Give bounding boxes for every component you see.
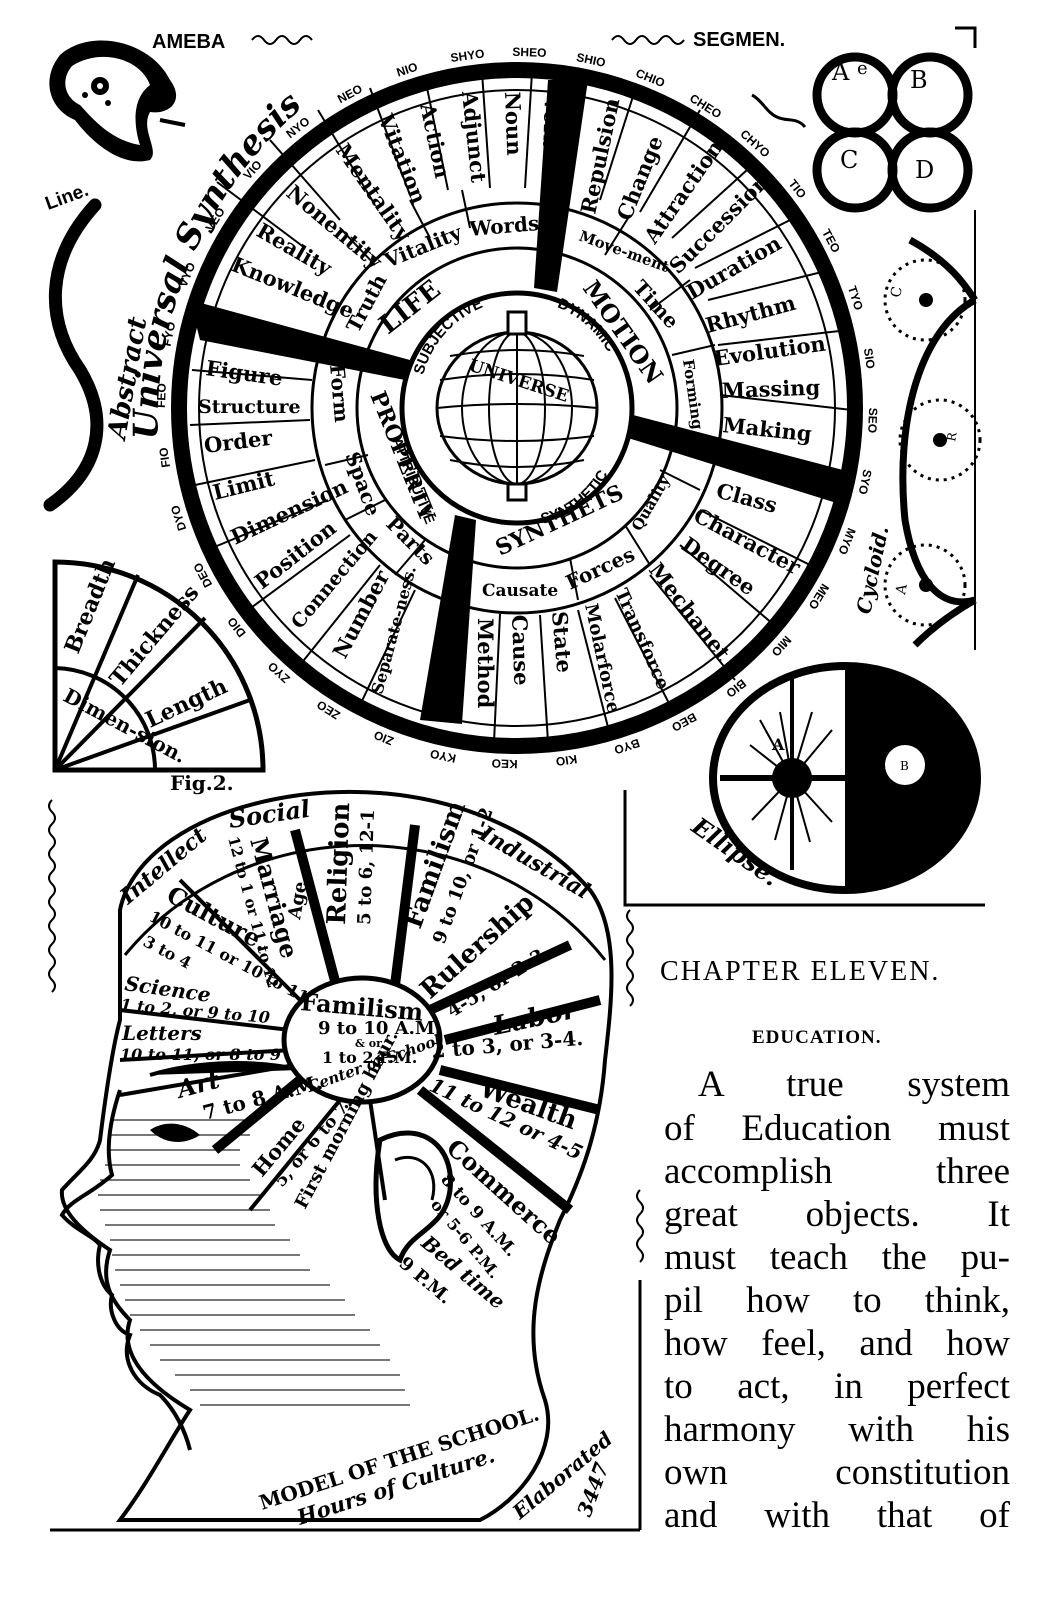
cycloid-figure <box>883 210 982 650</box>
body-line: harmony with his <box>664 1409 1010 1450</box>
quadrant-b: B <box>910 66 928 94</box>
rim-syllable: SEO <box>865 408 880 434</box>
ellipse-figure <box>623 662 985 907</box>
rim-syllable: KYO <box>429 746 457 765</box>
head-section-religion-title: Religion <box>322 802 356 925</box>
section-heading: EDUCATION. <box>752 1027 882 1048</box>
ameba-figure <box>49 40 186 162</box>
rim-syllable: FYO <box>160 321 179 348</box>
body-line: of Education must <box>664 1108 1010 1149</box>
segmen-label: SEGMEN. <box>693 29 785 51</box>
dimension-fan <box>52 559 266 773</box>
head-section-letters-title: Letters <box>121 1021 202 1045</box>
globe-icon <box>435 310 599 502</box>
inner-label-causate: Causate <box>482 581 558 601</box>
quadrant-d: D <box>915 156 934 184</box>
rim-syllable: FIO <box>156 447 173 469</box>
cycloid-letter-a: A <box>893 582 911 597</box>
outer-label-cause: Cause <box>507 614 534 686</box>
segmen-figure <box>812 52 973 213</box>
head-center-time-1: 9 to 10 A.M. <box>318 1018 441 1039</box>
body-line: to act, in perfect <box>664 1366 1010 1407</box>
body-line: A true system <box>698 1064 1010 1105</box>
line-curve <box>43 198 104 512</box>
fig2-label: Fig.2. <box>170 771 234 795</box>
rim-syllable: SHIO <box>575 50 607 70</box>
chapter-heading: CHAPTER ELEVEN. <box>660 956 941 987</box>
rim-syllable: KIO <box>555 752 578 769</box>
body-line: how feel, and how <box>664 1323 1010 1364</box>
ellipse-letter-a: A <box>771 735 785 754</box>
phrenology-head <box>59 789 614 1522</box>
rim-syllable: SYO <box>856 468 875 496</box>
inner-label-form: Form <box>325 363 354 423</box>
body-line: must teach the pu- <box>664 1237 1010 1278</box>
rim-syllable: ZIO <box>372 728 396 748</box>
rim-syllable: SHYO <box>450 46 486 65</box>
ellipse-letter-b: B <box>900 759 909 773</box>
body-line: accomplish three <box>664 1151 1010 1192</box>
outer-label-noun: Noun <box>500 91 527 156</box>
body-line: own constitution <box>664 1452 1010 1493</box>
body-line: pil how to think, <box>664 1280 1010 1321</box>
cycloid-label: Cycloid. <box>851 524 893 616</box>
rim-syllable: SHEO <box>512 45 546 60</box>
body-line: and with that of <box>664 1495 1010 1536</box>
cycloid-letter-c: C <box>888 285 906 298</box>
body-line: great objects. It <box>664 1194 1010 1235</box>
rim-syllable: KEO <box>491 756 517 771</box>
quadrant-e: e <box>857 58 868 79</box>
head-section-letters-time: 10 to 11, or 8 to 9 <box>120 1045 281 1064</box>
rim-syllable: NIO <box>395 60 420 80</box>
quadrant-a: A <box>831 58 850 86</box>
outer-label-verb: Verb <box>538 95 565 150</box>
cycloid-letter-r: R <box>944 430 960 442</box>
rim-syllable: FEO <box>154 383 169 408</box>
quadrant-c: C <box>840 146 858 174</box>
outer-label-state: State <box>547 610 577 673</box>
rim-syllable: SIO <box>861 347 878 369</box>
outer-label-massing: Massing <box>721 375 821 403</box>
outer-label-method: Method <box>473 618 498 709</box>
ameba-label: AMEBA <box>152 31 225 53</box>
head-center-time-2: 1 to 2 P.M. <box>322 1048 417 1067</box>
outer-label-structure: Structure <box>198 396 301 418</box>
head-center-and: & or <box>355 1037 382 1050</box>
synthesis-wheel: UNIVERSE SUBJECTIVE DYNAMIC SYNTHETIC AT… <box>154 45 880 771</box>
head-section-religion-time: 5 to 6, 12-1 <box>354 809 379 925</box>
